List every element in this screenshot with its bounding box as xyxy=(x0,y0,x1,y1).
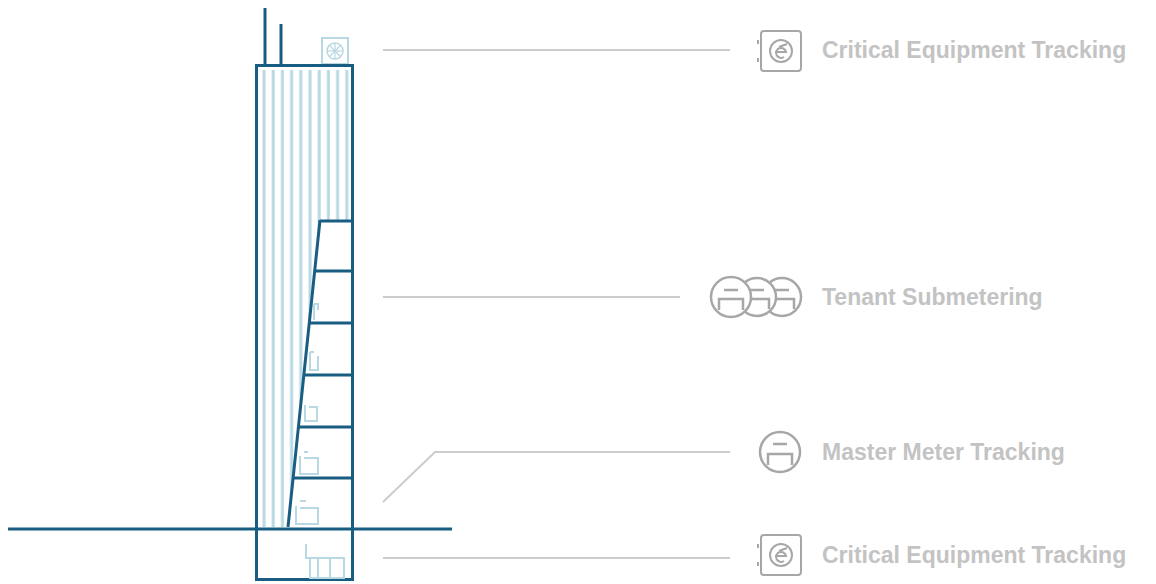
callout-label: Critical Equipment Tracking xyxy=(822,39,1126,62)
callout-label: Tenant Submetering xyxy=(822,286,1043,309)
callout-label: Critical Equipment Tracking xyxy=(822,544,1126,567)
callout-label: Master Meter Tracking xyxy=(822,441,1065,464)
